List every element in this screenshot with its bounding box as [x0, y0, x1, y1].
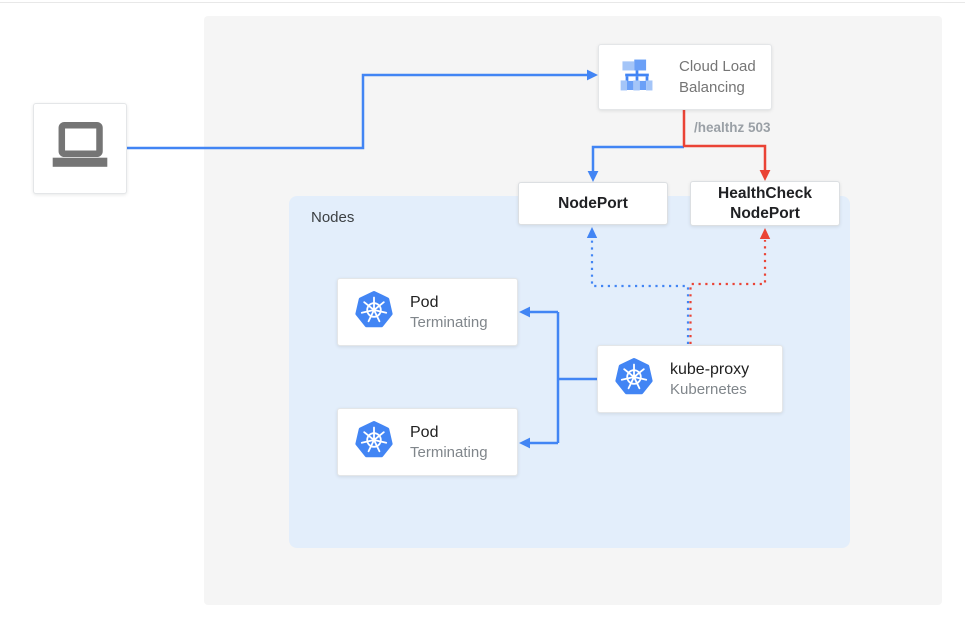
- healthcheck-nodeport-label-line2: NodePort: [730, 204, 800, 222]
- laptop-icon: [48, 120, 112, 177]
- load-balancer-icon: [617, 57, 657, 98]
- nodes-label: Nodes: [311, 209, 355, 226]
- healthcheck-nodeport-node: HealthCheck NodePort: [690, 181, 840, 226]
- pod-status: Terminating: [410, 443, 488, 461]
- load-balancer-label-line1: Cloud Load: [679, 58, 756, 75]
- nodeport-label: NodePort: [558, 194, 628, 212]
- healthz-503-label: /healthz 503: [694, 120, 771, 135]
- nodeport-node: NodePort: [518, 182, 668, 225]
- pod-status: Terminating: [410, 313, 488, 331]
- load-balancer-label-line2: Balancing: [679, 79, 745, 96]
- kube-proxy-subtitle: Kubernetes: [670, 380, 747, 398]
- kubernetes-icon: [614, 357, 654, 402]
- healthcheck-nodeport-label-line1: HealthCheck: [718, 184, 812, 202]
- kube-proxy-node: kube-proxy Kubernetes: [597, 345, 783, 413]
- pod-node-2: Pod Terminating: [337, 408, 518, 476]
- client-node: [33, 103, 127, 194]
- kubernetes-icon: [354, 290, 394, 335]
- cloud-load-balancing-node: Cloud Load Balancing: [598, 44, 772, 110]
- top-divider: [0, 2, 965, 3]
- kubernetes-icon: [354, 420, 394, 465]
- pod-title: Pod: [410, 423, 439, 441]
- kube-proxy-title: kube-proxy: [670, 360, 750, 378]
- pod-node-1: Pod Terminating: [337, 278, 518, 346]
- pod-title: Pod: [410, 293, 439, 311]
